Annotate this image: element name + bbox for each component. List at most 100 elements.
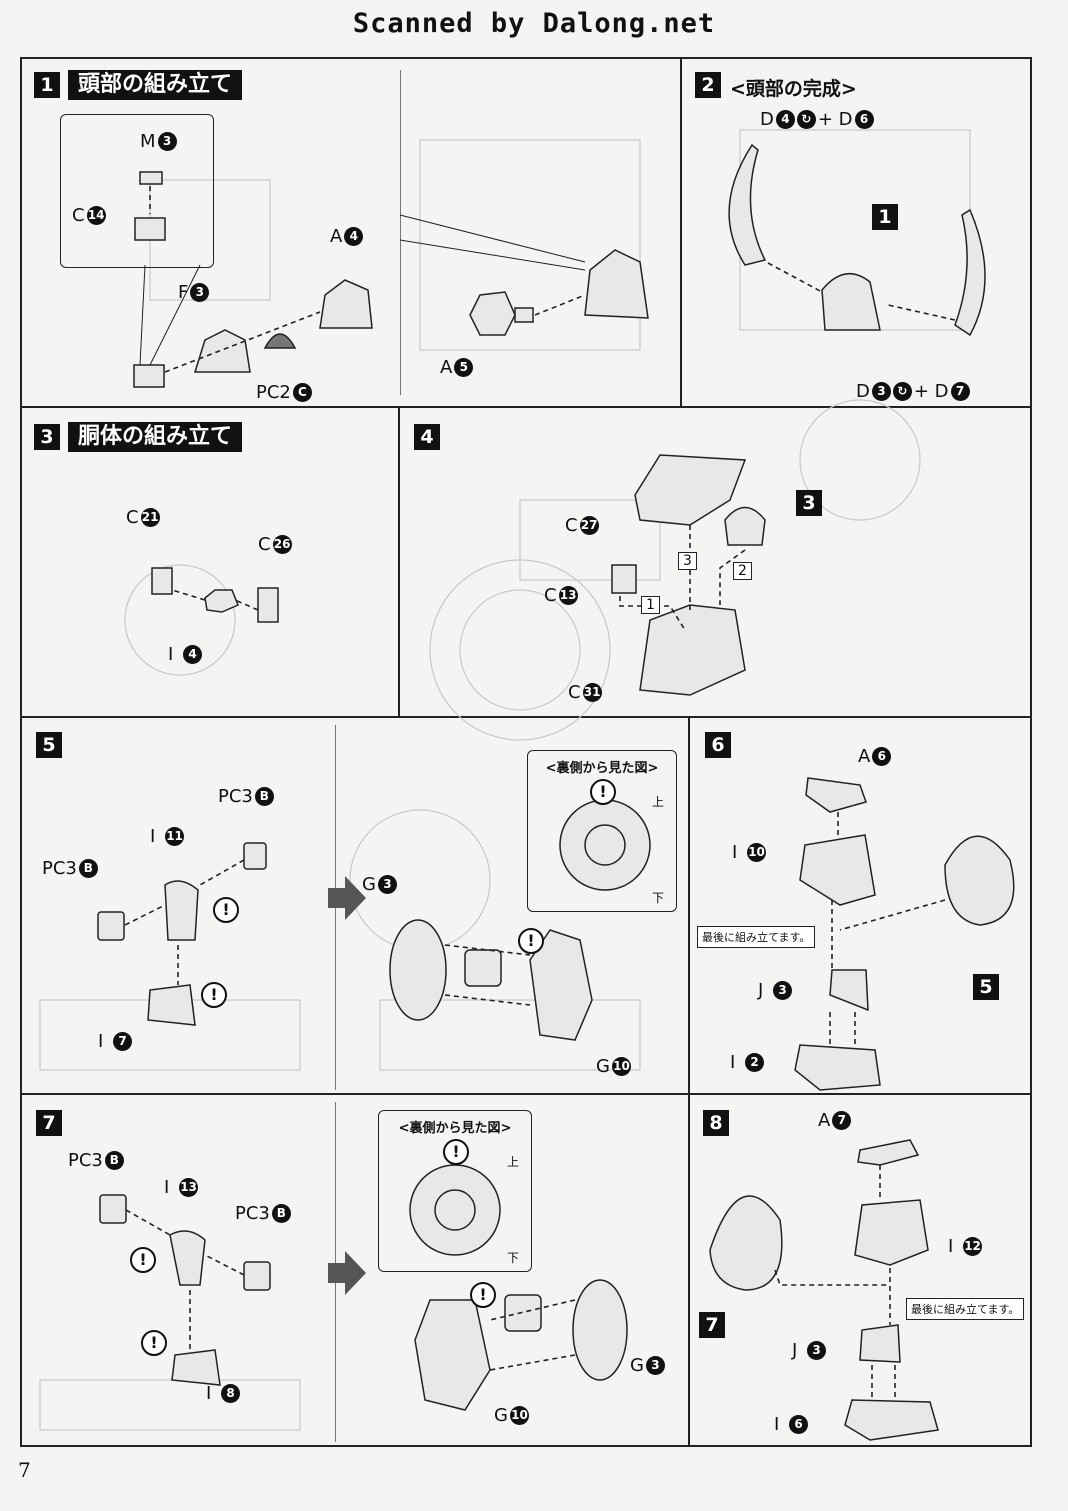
warning-icon: ! <box>443 1139 469 1165</box>
part-pc3-mid <box>464 949 502 987</box>
step-1-title: 頭部の組み立て <box>68 70 243 100</box>
torso-seq-arrows <box>619 525 746 631</box>
warning-icon: ! <box>470 1282 496 1308</box>
horn-right <box>954 208 986 337</box>
ref-step-5: 5 <box>973 974 999 1000</box>
step-3-title: 胴体の組み立て <box>68 422 243 452</box>
flow-arrow-s7 <box>328 1251 366 1295</box>
assemble-last-note: 最後に組み立てます。 <box>906 1298 1025 1320</box>
part-i4 <box>204 589 239 613</box>
part-c14-placed <box>133 364 165 388</box>
instruction-frame <box>20 57 1032 1447</box>
warning-icon: ! <box>130 1247 156 1273</box>
label-i10: I 10 <box>732 842 767 863</box>
step-4-number: 4 <box>414 424 440 450</box>
part-i7 <box>147 984 196 1026</box>
part-a5-peg <box>514 307 534 323</box>
part-c14 <box>134 217 166 241</box>
part-c31 <box>639 604 746 696</box>
part-sub-3 <box>724 506 766 546</box>
label-i6: I 6 <box>774 1414 809 1435</box>
part-pc2c <box>263 333 297 349</box>
ref-step-1: 1 <box>872 204 898 230</box>
spike-ring-center <box>584 824 626 866</box>
divider-s5-s6 <box>688 717 690 1094</box>
part-sub-7 <box>709 1195 783 1291</box>
part-c27 <box>634 454 747 526</box>
step-1-number: 1 <box>34 72 60 98</box>
divider-s1-s2 <box>680 57 682 407</box>
horn-arrows <box>767 262 956 321</box>
back-view-title: <裏側から見た図> <box>545 761 659 776</box>
subdivider-s1 <box>400 70 401 395</box>
part-pc3b-right <box>243 842 267 870</box>
assemble-last-note: 最後に組み立てます。 <box>697 926 816 948</box>
page-number: 7 <box>18 1458 31 1482</box>
label-bottom: 下 <box>507 1251 520 1265</box>
label-bottom: 下 <box>652 891 665 905</box>
label-i2: I 2 <box>730 1052 765 1073</box>
arrow-a5 <box>534 294 586 316</box>
part-i6 <box>844 1399 939 1441</box>
s8-arrows <box>774 1165 896 1400</box>
s6-arrows <box>829 812 946 1045</box>
warning-icon: ! <box>518 928 544 954</box>
divider-s7-s8 <box>688 1094 690 1447</box>
s7-arrows <box>125 1209 245 1350</box>
flow-arrow-s5 <box>328 876 366 920</box>
part-pc3b-left-7 <box>99 1194 127 1224</box>
part-a5 <box>469 291 516 336</box>
bleed-through-art <box>39 129 971 1431</box>
ref-step-7: 7 <box>699 1312 725 1338</box>
label-j3: J 3 <box>758 980 793 1001</box>
head-complete <box>821 273 881 331</box>
part-a6 <box>805 777 867 813</box>
back-view-title: <裏側から見た図> <box>398 1121 512 1136</box>
label-top: 上 <box>507 1155 520 1169</box>
zoom-line-2 <box>399 214 586 263</box>
part-c21 <box>151 567 173 595</box>
part-i2 <box>794 1044 881 1091</box>
step-2-number: 2 <box>695 72 721 98</box>
divider-row3 <box>20 1093 1032 1095</box>
part-i11 <box>164 880 199 941</box>
divider-row2 <box>20 716 1032 718</box>
s7-right-arrows <box>489 1299 576 1371</box>
label-j3-8: J 3 <box>792 1340 827 1361</box>
part-i12 <box>854 1199 929 1266</box>
step-8-number: 8 <box>703 1110 729 1136</box>
part-c13 <box>611 564 637 594</box>
seq-2: 2 <box>733 562 752 580</box>
s5-arrows <box>124 859 245 985</box>
step-1-inset <box>60 114 214 268</box>
divider-row1 <box>20 406 1032 408</box>
divider-s3-s4 <box>398 407 400 717</box>
part-pc3b-right-7 <box>243 1261 271 1291</box>
label-i12: I 12 <box>948 1236 983 1257</box>
part-a4 <box>319 279 373 329</box>
step-5-number: 5 <box>36 732 62 758</box>
part-g10-7 <box>414 1299 491 1411</box>
part-c26 <box>257 587 279 623</box>
label-top: 上 <box>652 795 665 809</box>
zoom-line-1 <box>399 239 586 271</box>
step-3-number: 3 <box>34 424 60 450</box>
seq-3: 3 <box>678 552 697 570</box>
arrow-head-assembly <box>164 311 321 373</box>
part-i13 <box>169 1230 206 1286</box>
seq-1: 1 <box>641 596 660 614</box>
back-view-inset-7: <裏側から見た図> 上 下 ! <box>378 1110 532 1272</box>
part-g3 <box>389 919 447 1021</box>
